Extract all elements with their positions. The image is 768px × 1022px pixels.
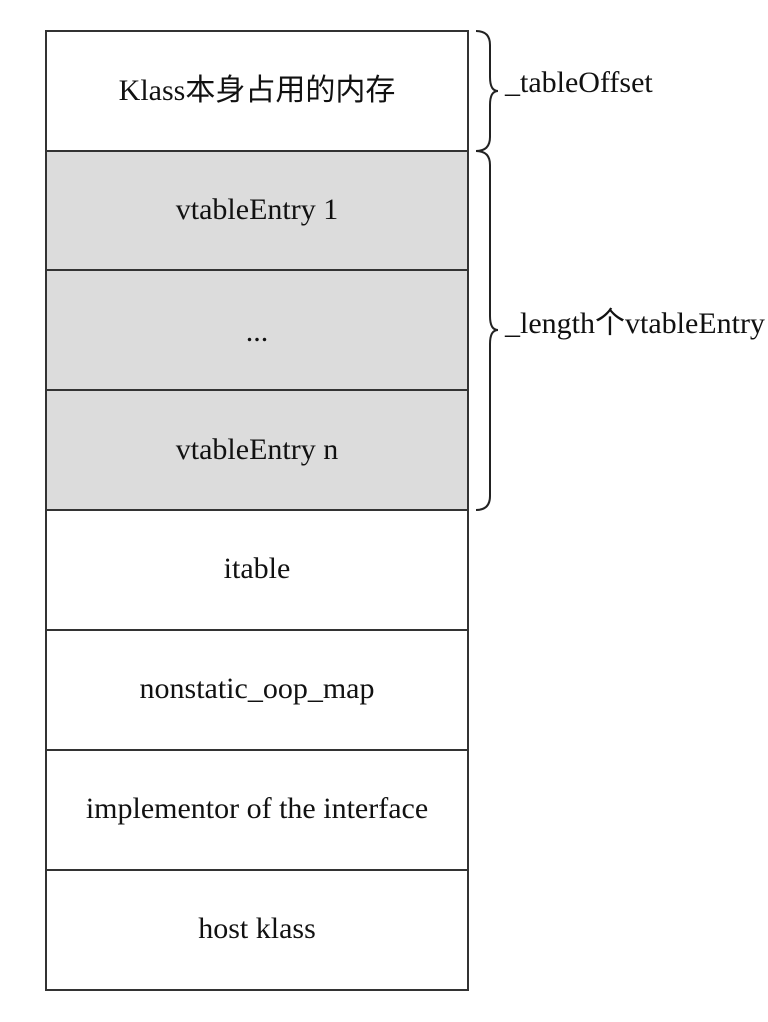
cell-nonstatic-oop-map-label: nonstatic_oop_map — [140, 672, 375, 705]
cell-host-klass-label: host klass — [198, 912, 316, 945]
vtable-length-brace-icon — [475, 150, 499, 511]
cell-nonstatic-oop-map: nonstatic_oop_map — [45, 629, 469, 751]
cell-vtable-ellipsis: ... — [45, 269, 469, 391]
table-offset-label: _tableOffset — [504, 66, 653, 99]
cell-vtable-entry-1-label: vtableEntry 1 — [176, 193, 338, 226]
cell-klass-memory-label: Klass本身占用的内存 — [119, 74, 396, 107]
cell-itable-label: itable — [224, 552, 291, 585]
cell-vtable-entry-n: vtableEntry n — [45, 389, 469, 511]
vtable-length-label: _length个vtableEntry — [504, 307, 765, 340]
table-offset-brace-icon — [475, 30, 499, 152]
cell-vtable-ellipsis-label: ... — [246, 315, 269, 348]
cell-implementor: implementor of the interface — [45, 749, 469, 871]
cell-klass-memory: Klass本身占用的内存 — [45, 30, 469, 152]
cell-itable: itable — [45, 509, 469, 631]
cell-vtable-ellipsis-box — [45, 269, 469, 391]
cell-vtable-entry-n-box — [45, 389, 469, 511]
cell-vtable-entry-1-box — [45, 150, 469, 271]
cell-vtable-entry-n-label: vtableEntry n — [176, 433, 338, 466]
cell-nonstatic-oop-map-box — [45, 629, 469, 751]
cell-klass-memory-box — [45, 30, 469, 152]
cell-host-klass: host klass — [45, 869, 469, 991]
cell-host-klass-box — [45, 869, 469, 991]
cell-implementor-label: implementor of the interface — [86, 792, 428, 825]
cell-vtable-entry-1: vtableEntry 1 — [45, 150, 469, 271]
cell-itable-box — [45, 509, 469, 631]
